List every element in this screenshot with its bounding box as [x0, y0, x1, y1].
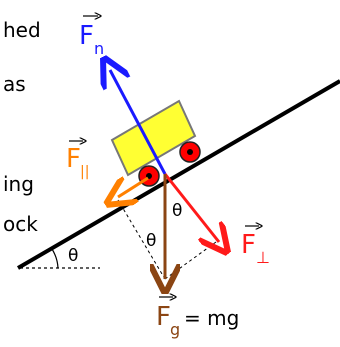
- text-fragment-1: hed: [3, 18, 41, 42]
- cart-body: [110, 99, 197, 177]
- perpendicular-force-subscript: ⊥: [256, 248, 270, 267]
- gravity-force-symbol: F: [156, 302, 171, 332]
- parallel-force-arrow: [118, 178, 149, 197]
- incline-angle-label: θ: [68, 246, 78, 266]
- normal-force-subscript: n: [94, 39, 104, 58]
- perpendicular-force-arrow: [163, 173, 219, 242]
- perpendicular-force-symbol: F: [241, 230, 256, 260]
- parallel-force-label: F ||: [66, 141, 89, 180]
- text-fragment-4: ock: [3, 212, 38, 236]
- incline-angle-arc: [51, 248, 59, 269]
- construction-line-parallel: [117, 199, 166, 280]
- construction-line-perpendicular: [164, 241, 217, 280]
- normal-force-label: F n: [79, 16, 104, 58]
- perpendicular-force-label: F ⊥: [241, 226, 270, 267]
- normal-force-symbol: F: [79, 21, 94, 51]
- text-fragment-3: ing: [3, 172, 34, 196]
- normal-force-arrow: [110, 70, 167, 175]
- text-fragment-2: as: [3, 72, 26, 96]
- parallel-force-symbol: F: [66, 144, 81, 174]
- gravity-force-subscript: g: [170, 320, 180, 339]
- angle-label-lower: θ: [146, 231, 156, 251]
- angle-label-upper: θ: [172, 201, 182, 221]
- incline-plane: [16, 79, 340, 270]
- cart: [110, 99, 201, 187]
- gravity-force-label: F g = mg: [156, 297, 239, 339]
- parallel-force-subscript: ||: [80, 164, 89, 180]
- cart-axle-front: [187, 149, 193, 155]
- gravity-equation: = mg: [184, 306, 239, 330]
